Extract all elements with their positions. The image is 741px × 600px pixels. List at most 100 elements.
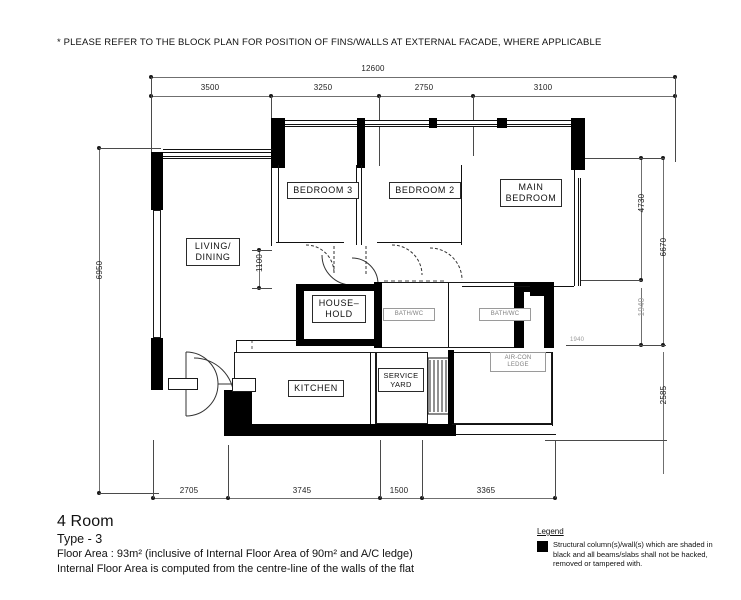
bathroom-divider-wall — [448, 283, 449, 347]
room-label-bedroom3: BEDROOM 3 — [287, 182, 359, 199]
caption-block: 4 Room Type - 3 Floor Area : 93m² (inclu… — [57, 512, 414, 577]
ledge-wall-right — [552, 352, 553, 426]
right-dimension-line-6670 — [663, 158, 664, 345]
dim-extension-line — [379, 96, 380, 166]
dim-right-2585: 2585 — [659, 385, 668, 405]
window-bedroom3 — [285, 120, 357, 127]
window-mainbedroom — [437, 120, 497, 127]
room-label-bath-right: BATH/WC — [479, 308, 531, 321]
dim-extension-line — [580, 280, 642, 281]
block-plan-note: * PLEASE REFER TO THE BLOCK PLAN FOR POS… — [57, 37, 602, 48]
structural-column — [271, 128, 285, 168]
window-mainbedroom-side — [574, 178, 581, 286]
dim-bottom-seg-3: 3365 — [476, 486, 496, 495]
living-wall-right-upper — [271, 168, 272, 246]
structural-wall — [429, 118, 437, 128]
dim-extension-line — [252, 288, 272, 289]
dim-extension-line — [422, 440, 423, 498]
dim-top-seg-3: 3100 — [533, 83, 553, 92]
structural-wall-main-bedroom — [544, 286, 554, 348]
dim-dot — [378, 496, 382, 500]
structural-column-entrance — [236, 392, 252, 436]
living-top-wall — [163, 149, 273, 150]
structural-column-left-top — [151, 152, 163, 210]
room-label-kitchen: KITCHEN — [288, 380, 344, 397]
dim-dot — [420, 496, 424, 500]
dim-extension-line — [99, 493, 159, 494]
dim-extension-line — [380, 440, 381, 498]
dim-interior-1100: 1100 — [255, 254, 264, 273]
dim-extension-line — [153, 440, 154, 498]
dim-extension-line — [585, 158, 665, 159]
room-label-service-yard: SERVICE YARD — [378, 368, 424, 392]
right-dimension-line-2585 — [663, 352, 664, 474]
dim-extension-line — [228, 445, 229, 498]
bedroom2-wall-left — [361, 165, 362, 245]
structural-wall-bath-left — [374, 282, 382, 348]
top-total-dimension-line — [151, 77, 675, 78]
structural-wall — [271, 118, 285, 128]
top-segment-dimension-line — [151, 96, 675, 97]
structural-column — [571, 128, 585, 170]
bedroom2-wall-right — [461, 165, 462, 245]
bedroom3-wall-right — [356, 165, 357, 245]
bedroom3-wall-left — [278, 165, 279, 243]
room-label-household: HOUSE– HOLD — [312, 295, 366, 323]
dim-dot — [151, 496, 155, 500]
kitchen-wall-right — [370, 352, 371, 428]
dim-right-6670: 6670 — [659, 237, 668, 257]
dim-extension-line — [675, 77, 676, 162]
legend-title: Legend — [537, 527, 564, 536]
dim-dot — [226, 496, 230, 500]
right-dimension-line-1940 — [641, 288, 642, 345]
caption-title: 4 Room — [57, 513, 114, 530]
legend-row: Structural column(s)/wall(s) which are s… — [537, 540, 722, 569]
dim-top-seg-1: 3250 — [313, 83, 333, 92]
dim-extension-line — [545, 440, 667, 441]
structural-column — [357, 128, 365, 168]
interior-dimension-line-1100 — [259, 250, 260, 288]
bedroom2-wall-bottom — [377, 242, 462, 243]
entrance-threshold — [168, 378, 198, 390]
left-dimension-line — [99, 148, 100, 493]
structural-column-left-bottom — [151, 338, 163, 390]
legend-swatch-structural — [537, 541, 548, 552]
dim-top-seg-0: 3500 — [200, 83, 220, 92]
dim-extension-line — [566, 345, 666, 346]
dim-left-total: 6950 — [95, 260, 104, 280]
structural-wall-yard — [448, 350, 454, 426]
dim-right-4730: 4730 — [637, 193, 646, 213]
ledge-wall-bottom — [452, 424, 552, 425]
outer-edge-bottom — [456, 434, 556, 435]
bottom-dimension-line — [153, 498, 555, 499]
dim-right-1940: 1940 — [637, 297, 646, 317]
dim-dot — [553, 496, 557, 500]
mainbedroom-wall-bottom — [462, 286, 574, 287]
room-label-bath-left: BATH/WC — [383, 308, 435, 321]
entrance-door-frame — [232, 378, 256, 392]
living-wall-bottom-left — [236, 340, 298, 341]
caption-type: Type - 3 — [57, 532, 103, 546]
dim-bottom-seg-2: 1500 — [389, 486, 409, 495]
window-bedroom2 — [365, 120, 429, 127]
room-label-main-bedroom: MAIN BEDROOM — [500, 179, 562, 207]
exterior-wall-left — [153, 210, 161, 338]
structural-wall-kitchen-bottom — [224, 424, 456, 436]
structural-wall — [497, 118, 507, 128]
dim-bottom-seg-1: 3745 — [292, 486, 312, 495]
dim-bottom-seg-0: 2705 — [179, 486, 199, 495]
bedroom3-wall-bottom — [276, 242, 344, 243]
dim-extension-line — [252, 250, 272, 251]
dim-extension-line — [151, 77, 152, 152]
legend-block: Legend Structural column(s)/wall(s) whic… — [537, 527, 722, 569]
dim-extension-line — [555, 440, 556, 498]
structural-wall — [357, 118, 365, 128]
room-label-aircon-ledge: AIR-CON LEDGE — [490, 352, 546, 372]
dim-top-total: 12600 — [361, 64, 385, 73]
window-mainbedroom-2 — [507, 120, 571, 127]
dim-extension-line — [99, 148, 161, 149]
room-label-living-dining: LIVING/ DINING — [186, 238, 240, 266]
caption-floor-area: Floor Area : 93m² (inclusive of Internal… — [57, 548, 413, 560]
caption-internal-note: Internal Floor Area is computed from the… — [57, 563, 415, 575]
